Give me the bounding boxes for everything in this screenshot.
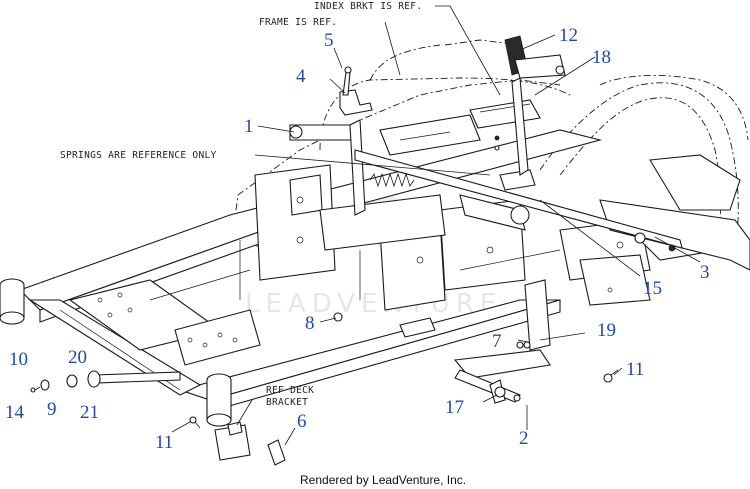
frame-holes xyxy=(97,196,624,348)
bolts xyxy=(333,145,524,402)
springs xyxy=(369,172,415,188)
bracket-4 xyxy=(339,66,373,116)
callout-17: 17 xyxy=(445,397,464,418)
height-lever xyxy=(379,35,566,176)
notes: INDEX BRKT IS REF. FRAME IS REF. SPRINGS… xyxy=(60,1,422,408)
callout-12: 12 xyxy=(559,25,578,46)
callout-20: 20 xyxy=(68,347,87,368)
callout-15: 15 xyxy=(643,278,662,299)
callout-6: 6 xyxy=(297,411,307,432)
callout-2: 2 xyxy=(519,428,529,449)
callout-10: 10 xyxy=(9,349,28,370)
note-ref-deck-line1: REF DECK xyxy=(266,385,314,396)
callout-8: 8 xyxy=(305,313,315,334)
callout-21: 21 xyxy=(80,402,99,423)
leader-lines xyxy=(171,5,701,446)
front-hardware xyxy=(30,370,181,393)
note-frame: FRAME IS REF. xyxy=(259,17,337,28)
watermark-text: LEADVENTURE xyxy=(245,289,502,319)
footer-credit: Rendered by LeadVenture, Inc. xyxy=(300,473,466,487)
callout-19: 19 xyxy=(597,320,616,341)
callout-1: 1 xyxy=(244,116,254,137)
callout-11-front: 11 xyxy=(155,432,173,453)
callout-18: 18 xyxy=(592,47,611,68)
callouts: 1 2 3 4 5 6 7 8 9 10 11 11 12 14 15 17 1… xyxy=(5,25,710,453)
callout-5: 5 xyxy=(324,30,334,51)
callout-7: 7 xyxy=(492,331,502,352)
callout-11-rear: 11 xyxy=(626,359,644,380)
note-index-bracket: INDEX BRKT IS REF. xyxy=(314,1,422,12)
callout-3: 3 xyxy=(700,262,710,283)
lift-shaft-assembly xyxy=(289,119,683,252)
callout-14: 14 xyxy=(5,402,25,423)
note-springs: SPRINGS ARE REFERENCE ONLY xyxy=(60,150,217,161)
note-ref-deck-line2: BRACKET xyxy=(266,397,308,408)
callout-4: 4 xyxy=(296,66,306,87)
callout-9: 9 xyxy=(47,399,57,420)
front-deck-bracket xyxy=(189,416,286,466)
main-frame xyxy=(0,129,750,427)
